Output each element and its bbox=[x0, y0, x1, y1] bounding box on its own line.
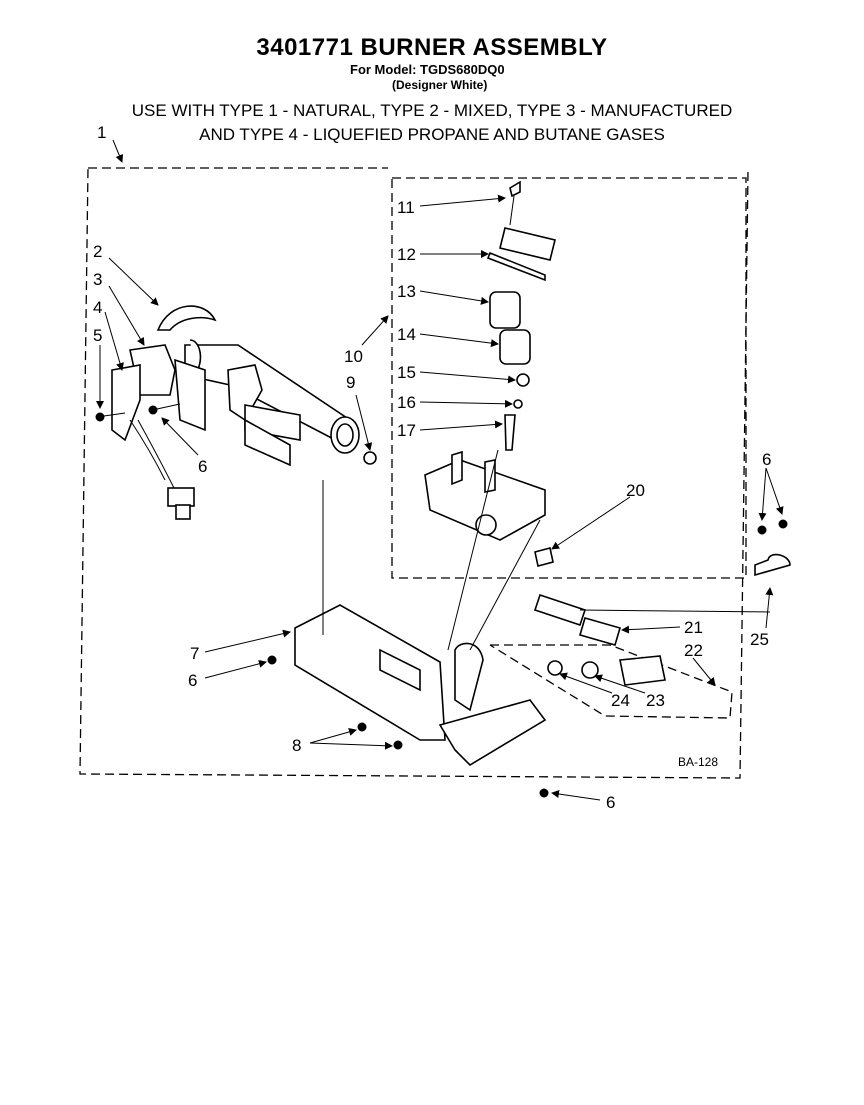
callout-6-bracket: 6 bbox=[188, 671, 197, 690]
leader-lines bbox=[96, 139, 784, 801]
model-color: (Designer White) bbox=[392, 78, 488, 92]
flame-sensor bbox=[227, 364, 301, 467]
gas-valve-body bbox=[424, 450, 546, 541]
callout-6-left: 6 bbox=[198, 457, 207, 476]
callout-25: 25 bbox=[750, 630, 769, 649]
callout-16: 16 bbox=[397, 393, 416, 412]
valve-group-boundary bbox=[391, 177, 747, 579]
callout-13: 13 bbox=[397, 282, 416, 301]
screw-6-bracket bbox=[267, 655, 277, 665]
callout-2: 2 bbox=[93, 242, 102, 261]
callout-12: 12 bbox=[397, 245, 416, 264]
callout-21: 21 bbox=[684, 618, 703, 637]
callout-10: 10 bbox=[344, 347, 363, 366]
callout-23: 23 bbox=[646, 691, 665, 710]
callout-5: 5 bbox=[93, 326, 102, 345]
gas-usage-line-1: USE WITH TYPE 1 - NATURAL, TYPE 2 - MIXE… bbox=[131, 101, 733, 120]
mounting-bracket bbox=[294, 604, 547, 767]
callout-4: 4 bbox=[93, 298, 102, 317]
callout-14: 14 bbox=[397, 325, 416, 344]
valve-stack bbox=[486, 180, 556, 451]
callout-8: 8 bbox=[292, 736, 301, 755]
igniter-bracket bbox=[129, 344, 206, 432]
diagram-title: 3401771 BURNER ASSEMBLY bbox=[256, 34, 608, 61]
callout-17: 17 bbox=[397, 421, 416, 440]
callout-15: 15 bbox=[397, 363, 416, 382]
callout-9: 9 bbox=[346, 373, 355, 392]
assembly-boundary bbox=[79, 167, 749, 779]
screw-8-left bbox=[357, 722, 367, 732]
callout-7: 7 bbox=[190, 644, 199, 663]
callout-11: 11 bbox=[397, 198, 415, 217]
gas-usage-line-2: AND TYPE 4 - LIQUEFIED PROPANE AND BUTAN… bbox=[199, 125, 665, 144]
screw-8-right bbox=[393, 740, 403, 750]
orifice-20 bbox=[534, 547, 554, 567]
callout-20: 20 bbox=[626, 481, 645, 500]
callout-22: 22 bbox=[684, 641, 703, 660]
callout-1: 1 bbox=[97, 123, 106, 142]
screw-5 bbox=[95, 412, 126, 422]
igniter bbox=[111, 364, 195, 520]
pipe-nipple-21 bbox=[533, 593, 621, 646]
drawing-code: BA-128 bbox=[678, 755, 718, 769]
fittings-23-24 bbox=[547, 655, 666, 686]
model-number: For Model: TGDS680DQ0 bbox=[350, 62, 505, 77]
screw-6-bottom bbox=[539, 788, 549, 798]
burner-tube bbox=[156, 305, 360, 454]
fitting-group-boundary bbox=[489, 644, 733, 719]
gasket-9 bbox=[363, 451, 377, 465]
pipe-clamp-25 bbox=[754, 519, 791, 577]
callout-24: 24 bbox=[611, 691, 630, 710]
callout-3: 3 bbox=[93, 270, 102, 289]
callout-6-bottom: 6 bbox=[606, 793, 615, 812]
callout-6-right: 6 bbox=[762, 450, 771, 469]
screw-6-left bbox=[148, 403, 181, 415]
